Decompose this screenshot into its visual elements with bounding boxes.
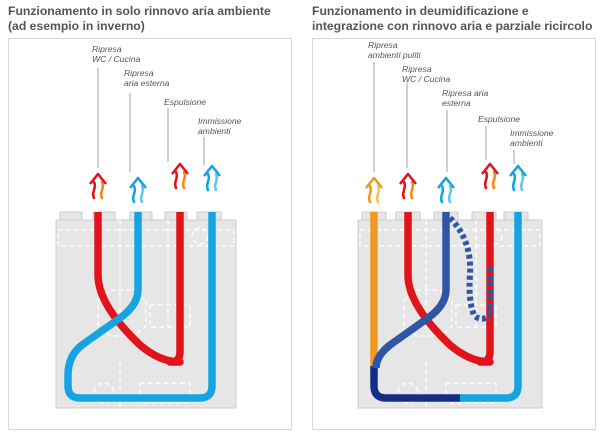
leader-lines <box>373 62 515 172</box>
panel-title: Funzionamento in deumidificazione e inte… <box>312 4 592 34</box>
arrow-out-immissione <box>202 164 222 192</box>
label-espulsione: Espulsione <box>478 114 520 124</box>
label-line: Espulsione <box>164 97 207 107</box>
label-line: ambienti <box>510 138 543 148</box>
arrow-out-immissione <box>508 164 528 192</box>
label-ripresa-wc: Ripresa WC / Cucina <box>402 64 450 84</box>
panel-solo-rinnovo: Funzionamento in solo rinnovo aria ambie… <box>0 0 296 434</box>
unit-internals <box>359 220 541 408</box>
label-line: WC / Cucina <box>92 54 141 64</box>
leader-lines <box>97 68 205 172</box>
label-immissione: Immissione ambienti <box>510 128 553 148</box>
tube-wc-espulsione <box>94 212 184 366</box>
label-line: Immissione <box>198 116 242 126</box>
label-line: Espulsione <box>478 114 521 124</box>
label-immissione: Immissione ambienti <box>198 116 241 136</box>
tube-immissione <box>460 212 522 402</box>
label-line: Ripresa aria <box>442 88 489 98</box>
label-line: esterna <box>442 98 471 108</box>
arrow-in-esterna <box>128 176 148 204</box>
unit-casing <box>357 219 543 409</box>
tube-esterna <box>372 212 450 369</box>
label-line: aria esterna <box>124 78 170 88</box>
diagram-graphic <box>357 62 543 409</box>
unit-body <box>55 211 237 409</box>
title-line-1: Funzionamento in deumidificazione e <box>312 4 529 18</box>
unit-casing <box>55 219 237 409</box>
label-ripresa-esterna: Ripresa aria esterna <box>442 88 488 108</box>
tube-esterna-immissione <box>64 212 216 402</box>
label-line: Ripresa <box>124 68 154 78</box>
arrow-out-espulsione <box>170 162 190 190</box>
flow-tubes <box>370 212 522 402</box>
panel-title: Funzionamento in solo rinnovo aria ambie… <box>8 4 271 34</box>
label-line: Ripresa <box>368 40 398 50</box>
label-ripresa-esterna: Ripresa aria esterna <box>124 68 169 88</box>
title-line-1: Funzionamento in solo rinnovo aria ambie… <box>8 4 271 18</box>
label-line: WC / Cucina <box>402 74 451 84</box>
title-line-2: integrazione con rinnovo aria e parziale… <box>312 19 593 33</box>
unit-internals <box>57 220 235 408</box>
arrow-in-puliti <box>364 176 384 204</box>
label-line: Immissione <box>510 128 554 138</box>
label-line: ambienti <box>198 126 231 136</box>
label-ripresa-puliti: Ripresa ambienti puliti <box>368 40 421 60</box>
arrow-in-wc <box>88 172 108 200</box>
tube-wc-espulsione <box>404 212 494 366</box>
label-ripresa-wc: Ripresa WC / Cucina <box>92 44 140 64</box>
unit-collar <box>59 211 83 221</box>
arrow-out-espulsione <box>480 162 500 190</box>
panel-deumidificazione: Funzionamento in deumidificazione e inte… <box>304 0 600 434</box>
diagram-graphic <box>55 68 237 409</box>
title-line-2: (ad esempio in inverno) <box>8 19 145 33</box>
arrow-in-esterna <box>436 176 456 204</box>
flow-tubes <box>64 212 216 402</box>
arrow-in-wc <box>398 172 418 200</box>
label-espulsione: Espulsione <box>164 97 206 107</box>
label-line: ambienti puliti <box>368 50 421 60</box>
tube-mix-dark <box>370 366 462 402</box>
label-line: Ripresa <box>402 64 432 74</box>
label-line: Ripresa <box>92 44 122 54</box>
